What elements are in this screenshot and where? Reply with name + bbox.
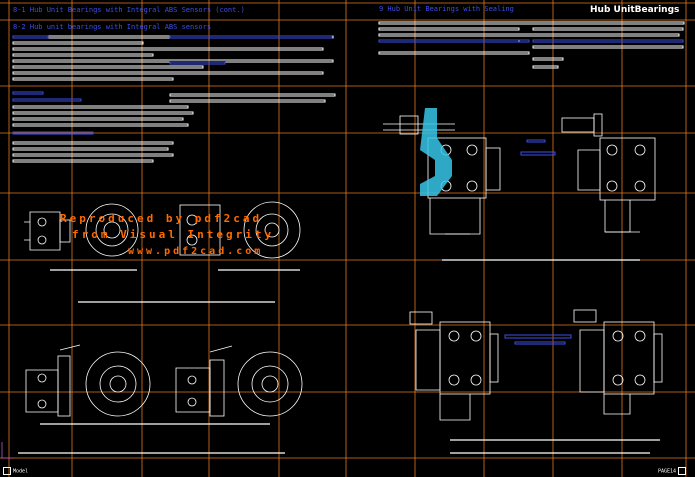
watermark-line-2: from Visual Integrity (72, 228, 274, 241)
hub-bearing-drawing-e (409, 311, 499, 421)
left-text-block (12, 35, 336, 163)
hub-bearing-drawing-a (383, 115, 501, 235)
lower-left-caption-bars (18, 423, 285, 454)
left-text-blue-links (12, 35, 333, 135)
tab-layout-icon (678, 467, 687, 475)
tab-model-icon (3, 467, 11, 475)
lower-right-caption-bars (450, 439, 660, 454)
hub-bearing-drawing-c (24, 201, 301, 259)
left-section-title: 8-1 Hub Unit Bearings with Integral ABS … (13, 6, 245, 14)
seal-highlight-a (420, 108, 452, 196)
brand-title: Hub UnitBearings (590, 5, 679, 15)
right-text-blue (378, 39, 684, 43)
blue-leader-b (504, 334, 572, 345)
blue-leader-a (520, 139, 556, 156)
right-section-title: 9 Hub Unit Bearings with Sealing (379, 5, 514, 13)
left-section-subtitle: 8-2 Hub unit bearings with Integral ABS … (13, 23, 211, 31)
tab-model[interactable]: Model (3, 467, 28, 475)
hub-bearing-drawing-f (573, 309, 663, 415)
tab-layout[interactable]: PAGE14 (658, 467, 687, 475)
left-caption-bars (50, 269, 300, 303)
watermark-line-3: www.pdf2cad.com (128, 246, 263, 257)
tab-layout-label: PAGE14 (658, 468, 677, 475)
right-text-block (378, 21, 685, 69)
watermark-line-1: Reproduced by pdf2cad (60, 212, 262, 225)
hub-bearing-drawing-b (561, 113, 656, 233)
layout-tab-bar: Model PAGE14 (0, 463, 695, 477)
ucs-icon (1, 442, 14, 459)
tab-model-label: Model (13, 468, 29, 475)
hub-bearing-drawing-d (25, 344, 303, 417)
